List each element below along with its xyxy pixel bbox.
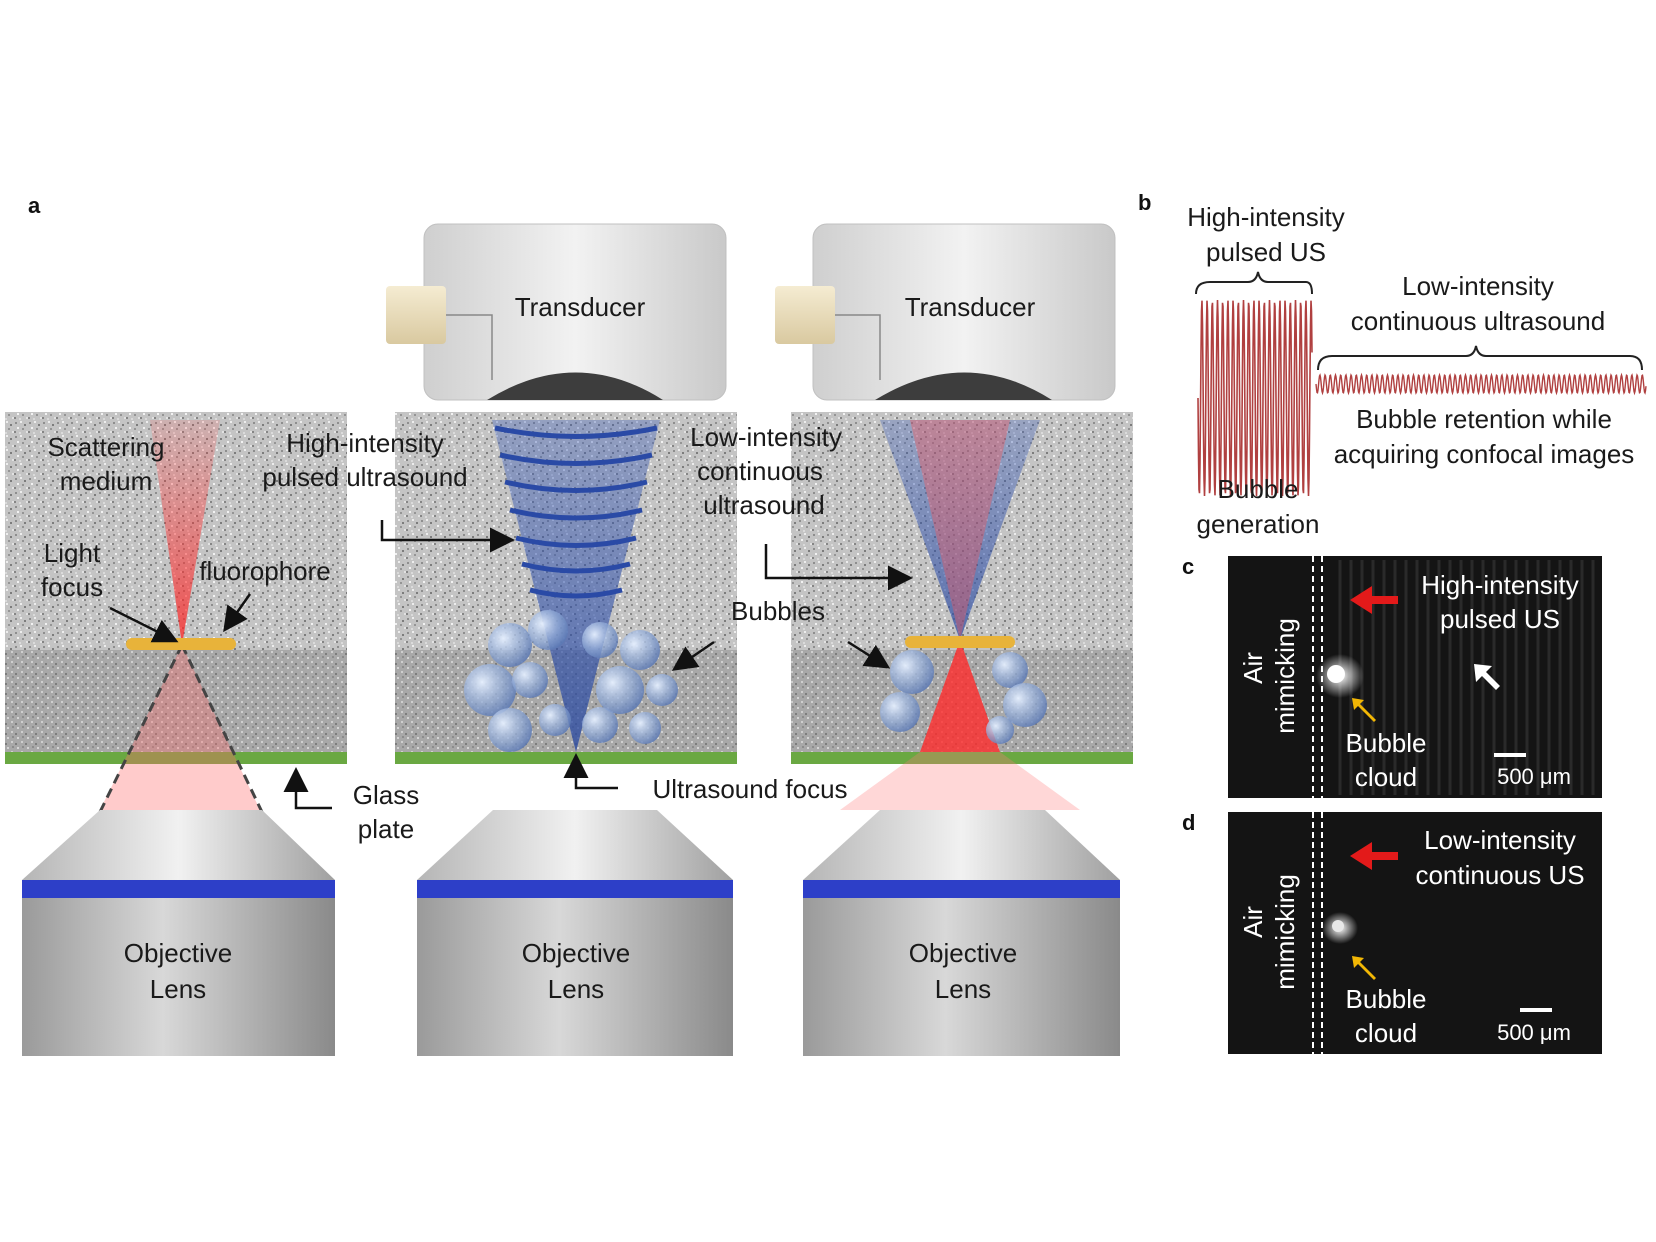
combined-beam-right (840, 420, 1080, 810)
air-mimicking-label-c-line2: mimicking (1270, 618, 1300, 734)
low-intensity-label-line2: continuous (697, 456, 823, 486)
light-focus-arrow (109, 606, 179, 643)
pulsed-us-label-line1: High-intensity (1187, 202, 1345, 232)
objective-lens-left: Objective Lens (22, 810, 335, 1056)
low-intensity-label-line3: ultrasound (703, 490, 824, 520)
objective-label-right-line2: Lens (935, 974, 991, 1004)
pulsed-waveform (1197, 299, 1313, 497)
fluorophore-arrow (223, 593, 252, 633)
ultrasound-focus-arrow (563, 753, 618, 790)
low-intensity-arrow (764, 544, 913, 591)
air-mimicking-label-d-line2: mimicking (1270, 874, 1300, 990)
bubble-generation-label-line2: generation (1197, 509, 1320, 539)
continuous-us-label-line2: continuous ultrasound (1351, 306, 1605, 336)
bubble-cloud-label-c-line1: Bubble (1346, 728, 1427, 758)
panel-letter-d: d (1182, 810, 1195, 835)
objective-label-left-line1: Objective (124, 938, 232, 968)
ultrasound-cone-center (492, 420, 660, 752)
medium-block-left (5, 412, 347, 764)
objective-label-center-line2: Lens (548, 974, 604, 1004)
red-arrow-d (1350, 842, 1398, 870)
high-intensity-label-line2: pulsed ultrasound (262, 462, 467, 492)
panel-letter-a: a (28, 193, 41, 218)
high-intensity-arrow (380, 520, 515, 553)
ultrasound-focus-label: Ultrasound focus (652, 774, 847, 804)
air-mimicking-label-d-line1: Air (1238, 906, 1268, 938)
bubbles-label: Bubbles (731, 596, 825, 626)
objective-lens-center: Objective Lens (417, 810, 733, 1056)
us-label-d-line2: continuous US (1415, 860, 1584, 890)
scale-bar-c (1494, 753, 1526, 757)
light-beam-left (98, 420, 264, 813)
white-arrow-c (1474, 664, 1500, 690)
air-mimicking-label-c-line1: Air (1238, 652, 1268, 684)
high-intensity-label-line1: High-intensity (286, 428, 444, 458)
transducer-center: Transducer (386, 223, 727, 401)
red-arrow-c (1350, 586, 1398, 614)
light-focus-label-line2: focus (41, 572, 103, 602)
transducer-label-right: Transducer (905, 292, 1036, 322)
fluorophore-layer-left (126, 638, 236, 650)
continuous-brace (1317, 345, 1643, 371)
fluorophore-layer-right (905, 636, 1015, 648)
transducer-right: Transducer (775, 223, 1116, 401)
us-label-c-line2: pulsed US (1440, 604, 1560, 634)
us-label-c-line1: High-intensity (1421, 570, 1579, 600)
scattering-medium-label-line1: Scattering (47, 432, 164, 462)
panel-d-image (1228, 812, 1602, 1054)
pulsed-us-label-line2: pulsed US (1206, 237, 1326, 267)
bubble-cloud-label-d-line2: cloud (1355, 1018, 1417, 1048)
panel-letter-b: b (1138, 190, 1151, 215)
yellow-arrow-c (1352, 698, 1376, 722)
us-label-d-line1: Low-intensity (1424, 825, 1576, 855)
scattering-medium-label-line2: medium (60, 466, 152, 496)
bubble-retention-label-line2: acquiring confocal images (1334, 439, 1635, 469)
continuous-us-label-line1: Low-intensity (1402, 271, 1554, 301)
bubbles-arrow-right (847, 640, 891, 669)
panel-letter-c: c (1182, 554, 1194, 579)
scale-bar-d (1520, 1008, 1552, 1012)
yellow-arrow-d (1352, 956, 1376, 980)
continuous-waveform (1315, 372, 1647, 396)
objective-label-right-line1: Objective (909, 938, 1017, 968)
objective-lens-right: Objective Lens (803, 810, 1120, 1056)
bubble-retention-label-line1: Bubble retention while (1356, 404, 1612, 434)
bubble-cloud-label-c-line2: cloud (1355, 762, 1417, 792)
fluorophore-label: fluorophore (199, 556, 331, 586)
glass-plate-label-line1: Glass (353, 780, 419, 810)
bubbles-center (464, 610, 678, 752)
glass-plate-label-line2: plate (358, 814, 414, 844)
transducer-label-center: Transducer (515, 292, 646, 322)
low-intensity-label-line1: Low-intensity (690, 422, 842, 452)
bubbles-arrow-center (671, 640, 715, 671)
bubble-cloud-label-d-line1: Bubble (1346, 984, 1427, 1014)
glass-plate-arrow (283, 767, 332, 810)
scale-label-d: 500 μm (1497, 1020, 1571, 1045)
pulsed-brace (1195, 271, 1313, 295)
objective-label-left-line2: Lens (150, 974, 206, 1004)
bubble-generation-label-line1: Bubble (1218, 474, 1299, 504)
light-focus-label-line1: Light (44, 538, 101, 568)
scale-label-c: 500 μm (1497, 764, 1571, 789)
panel-c-image (1228, 556, 1602, 798)
objective-label-center-line1: Objective (522, 938, 630, 968)
